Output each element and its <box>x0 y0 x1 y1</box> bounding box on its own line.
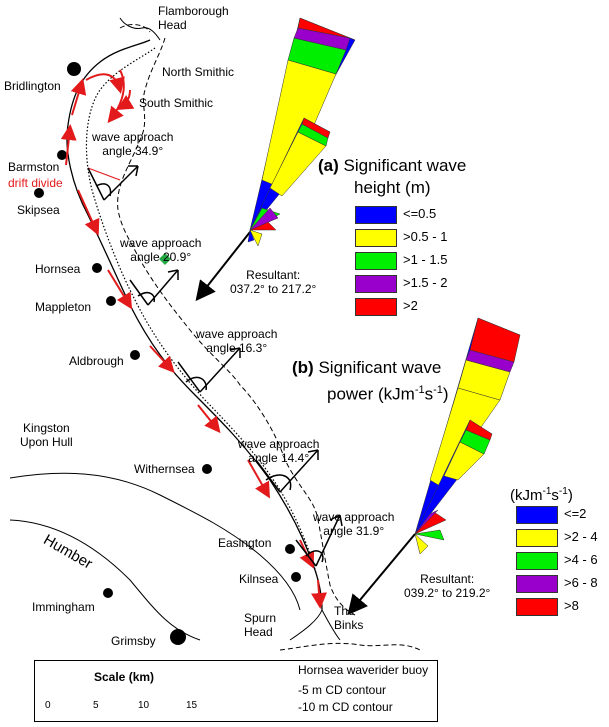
mappleton-dot <box>106 296 116 306</box>
withernsea-label: Withernsea <box>134 462 195 476</box>
scale-tick-15: 15 <box>186 700 198 711</box>
wave-approach-label-5: wave approach angle 31.9° <box>313 510 395 538</box>
legend-b-item-5: >8 <box>516 596 579 616</box>
grimsby-dot <box>170 629 186 645</box>
wave-approach-label-1: wave approach angle 34.9° <box>92 130 174 158</box>
south-smithic-label: South Smithic <box>139 96 214 110</box>
resultant-arrow-a <box>195 231 251 302</box>
legend-a-item-2: >0.5 - 1 <box>355 227 447 247</box>
wave-power-rose <box>414 317 521 555</box>
scale-tick-10: 10 <box>138 700 150 711</box>
the-binks-label: The Binks <box>334 604 364 632</box>
scale-title: Scale (km) <box>94 670 155 684</box>
flamborough-label: Flamborough Head <box>158 4 229 32</box>
bridlington-label: Bridlington <box>4 79 61 93</box>
resultant-arrow-b <box>347 533 416 616</box>
wave-approach-label-4: wave approach angle 14.4° <box>238 437 320 465</box>
grimsby-label: Grimsby <box>111 634 156 648</box>
legend-b-item-4: >6 - 8 <box>516 573 598 593</box>
wave-height-rose <box>247 17 356 247</box>
contour-10m <box>117 37 356 616</box>
resultant-a-label: Resultant: 037.2° to 217.2° <box>230 268 317 296</box>
kilnsea-label: Kilnsea <box>239 572 279 586</box>
flamborough-coast <box>119 17 161 41</box>
legend-a-item-3: >1 - 1.5 <box>355 250 447 270</box>
wave-approach-symbols <box>87 165 343 567</box>
skipsea-dot <box>34 188 44 198</box>
humber-south-shore <box>9 519 201 641</box>
barmston-label: Barmston <box>8 160 60 174</box>
panel-b-units: (kJm-1s-1) <box>510 486 573 504</box>
immingham-dot <box>103 588 113 598</box>
kingston-label: Kingston Upon Hull <box>20 421 73 449</box>
north-smithic-label: North Smithic <box>162 65 235 79</box>
panel-b-title: (b) Significant wave <box>292 358 442 377</box>
scale-tick-0: 0 <box>45 700 51 711</box>
wave-approach-label-2: wave approach angle 20.9° <box>120 236 202 264</box>
wave-approach-label-3: wave approach angle 16.3° <box>196 327 278 355</box>
easington-dot <box>285 544 295 554</box>
key-buoy-label: Hornsea waverider buoy <box>298 663 429 677</box>
legend-b-item-1: <=2 <box>516 504 586 524</box>
kilnsea-dot <box>291 572 301 582</box>
aldbrough-label: Aldbrough <box>69 354 124 368</box>
bridlington-dot <box>67 62 81 76</box>
drift-arrows <box>60 69 328 609</box>
aldbrough-dot <box>130 350 140 360</box>
waverider-buoy-icon <box>159 253 171 265</box>
key-contour5-label: -5 m CD contour <box>298 683 387 697</box>
mappleton-label: Mappleton <box>35 300 92 314</box>
legend-a-item-4: >1.5 - 2 <box>355 273 447 293</box>
legend-a-item-1: <=0.5 <box>355 204 436 224</box>
key-contour10-label: -10 m CD contour <box>298 700 393 714</box>
panel-a-title: (a) Significant wave <box>318 156 467 175</box>
legend-b-item-3: >4 - 6 <box>516 550 598 570</box>
skipsea-label: Skipsea <box>17 203 60 217</box>
resultant-b-label: Resultant: 039.2° to 219.2° <box>404 572 491 600</box>
map-key <box>34 660 438 722</box>
town-dots <box>34 62 301 645</box>
humber-north-shore <box>9 472 301 611</box>
spurn-head-label: Spurn Head <box>244 611 277 639</box>
immingham-label: Immingham <box>32 600 95 614</box>
easington-label: Easington <box>218 536 272 550</box>
barmston-dot <box>57 150 67 160</box>
contour-5m <box>85 47 319 581</box>
legend-a-item-5: >2 <box>355 296 418 316</box>
spurn-spit <box>289 609 341 641</box>
withernsea-dot <box>202 464 212 474</box>
panel-b-title-2: power (kJm-1s-1) <box>327 384 449 404</box>
drift-divide-label: drift divide <box>8 176 63 190</box>
hornsea-label: Hornsea <box>35 262 81 276</box>
hornsea-dot <box>92 263 102 273</box>
panel-a-title-2: height (m) <box>354 178 431 197</box>
legend-b-item-2: >2 - 4 <box>516 527 598 547</box>
scale-tick-5: 5 <box>93 700 99 711</box>
